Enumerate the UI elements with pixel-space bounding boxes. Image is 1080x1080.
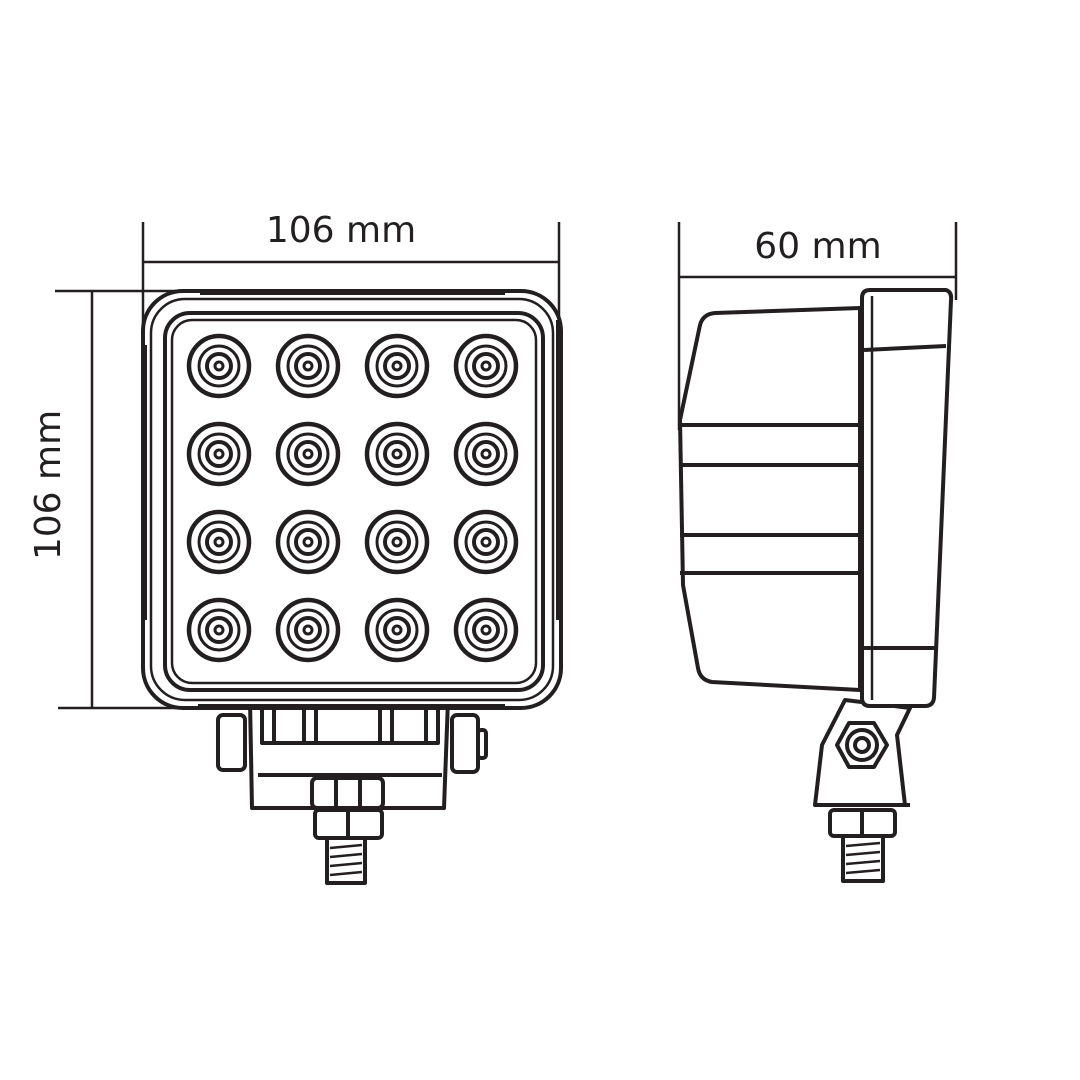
led: [364, 597, 430, 663]
led: [453, 509, 519, 575]
side-view: [678, 288, 954, 883]
front-height-dimension: 106 mm: [28, 289, 185, 710]
led: [364, 333, 430, 399]
led: [453, 333, 519, 399]
led: [453, 421, 519, 487]
led: [364, 421, 430, 487]
side-body: [678, 306, 862, 692]
led: [186, 333, 252, 399]
led-grid: [186, 333, 519, 663]
side-nut: [450, 713, 480, 774]
led: [453, 597, 519, 663]
side-bezel: [860, 288, 954, 708]
lens-frame: [163, 311, 545, 692]
led: [364, 509, 430, 575]
side-depth-dimension: 60 mm: [677, 222, 958, 430]
front-width-dimension: 106 mm: [141, 210, 561, 345]
led: [275, 333, 341, 399]
led: [275, 597, 341, 663]
bolt-head: [216, 713, 247, 772]
led: [275, 509, 341, 575]
front-height-label: 106 mm: [28, 410, 69, 560]
led: [275, 421, 341, 487]
side-depth-label: 60 mm: [754, 226, 881, 267]
led: [186, 421, 252, 487]
led: [186, 509, 252, 575]
led: [186, 597, 252, 663]
front-view: [141, 289, 563, 885]
front-mount-bracket: [216, 698, 488, 885]
front-width-label: 106 mm: [266, 210, 416, 251]
side-mount-bracket: [813, 698, 912, 883]
